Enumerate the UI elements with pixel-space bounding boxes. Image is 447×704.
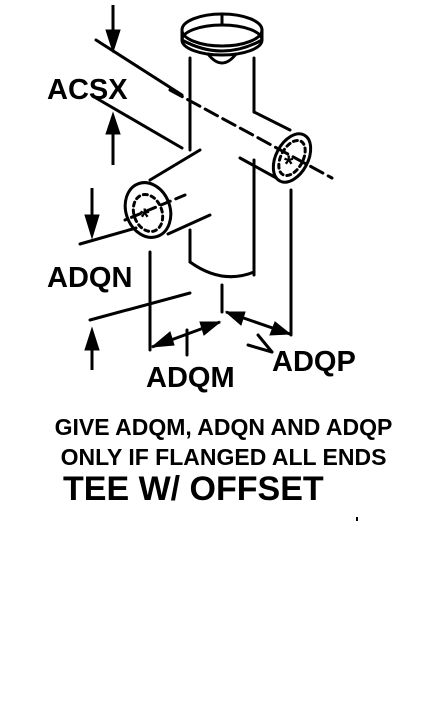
adqp-leader-foot — [246, 343, 274, 354]
acsx-extension-bottom — [94, 96, 184, 150]
adqn-extension-top — [78, 226, 138, 246]
acsx-label: ACSX — [47, 74, 128, 106]
adqn-arrow-down — [84, 188, 100, 240]
left-center-line — [123, 193, 187, 222]
vertical-pipe — [188, 56, 256, 279]
adqm-label: ADQM — [146, 362, 235, 394]
right-branch-pipe — [238, 110, 313, 184]
adqn-arrow-up — [84, 326, 100, 370]
adqp-dimension-arrow — [224, 310, 292, 336]
left-end-asterisk: * — [140, 204, 150, 231]
acsx-arrow-up — [105, 111, 121, 165]
adqn-extension-bottom — [88, 291, 192, 322]
acsx-arrow-down — [105, 5, 121, 54]
adqp-leader — [256, 333, 274, 354]
acsx-extension-top — [94, 38, 184, 97]
diagram-title: TEE W/ OFFSET — [63, 470, 324, 508]
adqn-label: ADQN — [47, 262, 132, 294]
adqm-dimension-arrow — [150, 320, 222, 349]
note-line-1: GIVE ADQM, ADQN AND ADQP — [54, 414, 393, 440]
right-end-asterisk: * — [284, 151, 294, 178]
top-cap-icon — [180, 12, 264, 65]
note-line-2: ONLY IF FLANGED ALL ENDS — [60, 444, 387, 470]
adqp-label: ADQP — [272, 346, 356, 378]
center-line — [168, 88, 334, 180]
